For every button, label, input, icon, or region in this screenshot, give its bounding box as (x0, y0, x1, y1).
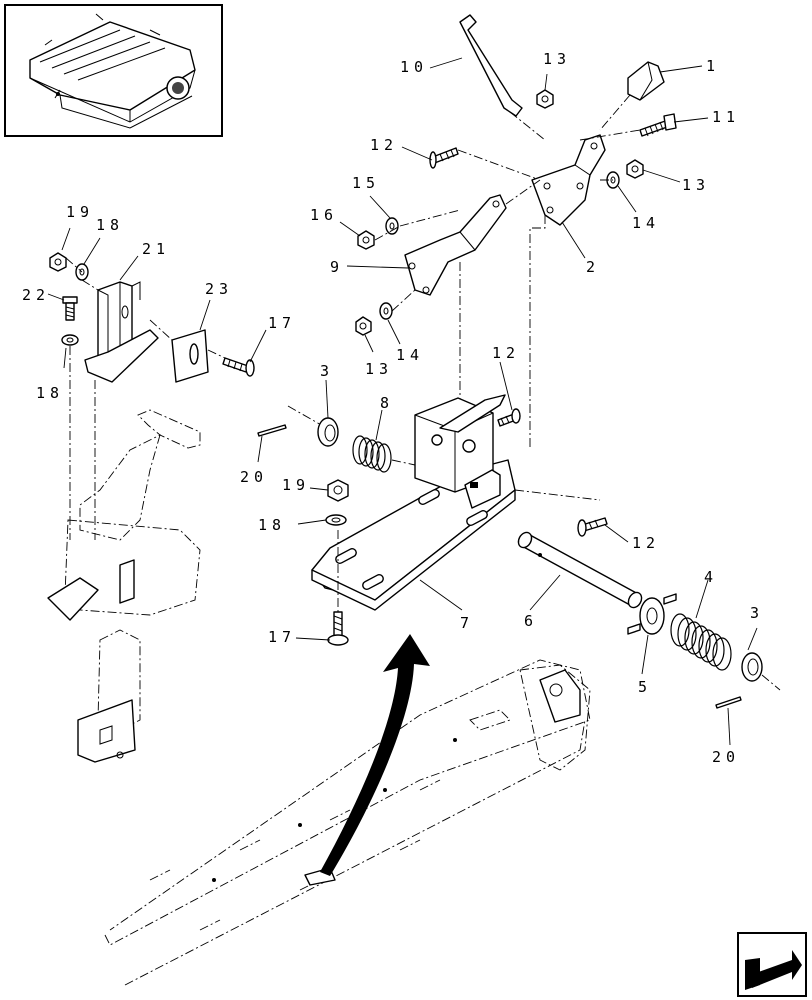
callout-2: 2 (586, 258, 600, 276)
callout-19-center: 19 (282, 476, 310, 494)
part-7-plate (311, 459, 516, 611)
callout-3-right: 3 (750, 604, 764, 622)
machine-overview-thumbnail (4, 4, 223, 137)
callout-4: 4 (704, 568, 718, 586)
callout-22: 22 (22, 286, 50, 304)
part-1-knob (599, 61, 665, 131)
part-19-nut-center (327, 479, 349, 502)
callout-18-upper-left: 18 (96, 216, 124, 234)
callout-23: 23 (205, 280, 233, 298)
callout-13-right: 13 (682, 176, 710, 194)
callout-12-top: 12 (370, 136, 398, 154)
callout-11: 11 (712, 108, 740, 126)
callout-20-right: 20 (712, 748, 740, 766)
callout-7: 7 (460, 614, 474, 632)
callout-8: 8 (380, 394, 394, 412)
part-6-shaft (514, 489, 643, 609)
frame-bottom-phantom (104, 659, 591, 986)
part-12-bolt-right (577, 517, 608, 537)
callout-9: 9 (330, 258, 344, 276)
part-10-rod (459, 14, 546, 141)
part-22-bolt (62, 296, 78, 321)
part-14-washer-center (379, 302, 393, 320)
part-11-bolt (639, 113, 677, 137)
callout-20-left: 20 (240, 468, 268, 486)
part-19-nut-left (49, 252, 67, 272)
part-23-plate (171, 329, 209, 383)
part-12-bolt-center (497, 408, 521, 427)
part-7-upright-block (414, 394, 506, 509)
part-16-nut (357, 230, 375, 250)
callout-18-center: 18 (258, 516, 286, 534)
assembly-guide-lines-upper (374, 129, 641, 450)
part-21-bracket (84, 281, 159, 383)
part-18-washer-lower-left (61, 334, 79, 346)
callout-13-center: 13 (365, 360, 393, 378)
part-17-bolt-center (327, 530, 349, 646)
callout-5: 5 (638, 678, 652, 696)
part-3-washer-right (741, 652, 781, 691)
part-13-nut-top (536, 89, 554, 109)
callout-6: 6 (524, 612, 538, 630)
callout-12-right: 12 (632, 534, 660, 552)
callout-12-center: 12 (492, 344, 520, 362)
callout-14-center: 14 (396, 346, 424, 364)
callout-14-right: 14 (632, 214, 660, 232)
part-9-bracket (404, 194, 507, 296)
callout-17-center: 17 (268, 628, 296, 646)
callout-labels: 1 2 3 3 4 5 6 7 8 9 10 11 12 12 12 13 13… (22, 50, 764, 766)
assembly-guide-lines-left (65, 257, 226, 540)
callout-3-left: 3 (320, 362, 334, 380)
callout-10: 10 (400, 58, 428, 76)
callout-17-left: 17 (268, 314, 296, 332)
part-20-pin-right (715, 696, 742, 709)
part-4-spring (670, 613, 732, 671)
callout-21: 21 (142, 240, 170, 258)
next-page-arrow-icon[interactable] (737, 932, 807, 997)
callout-19-left: 19 (66, 203, 94, 221)
frame-left-phantom (47, 409, 201, 763)
part-18-washer-center (325, 514, 347, 526)
leader-lines (47, 57, 758, 746)
part-5-washer (627, 593, 677, 635)
callout-15: 15 (352, 174, 380, 192)
part-12-bolt-top (429, 147, 541, 181)
part-3-washer-left (317, 417, 339, 447)
part-13-nut-right (626, 159, 644, 179)
callout-18-lower-left: 18 (36, 384, 64, 402)
part-2-bracket (531, 134, 606, 226)
part-8-spring (352, 435, 416, 473)
callout-13-top: 13 (543, 50, 571, 68)
assembly-direction-arrow (320, 634, 430, 876)
callout-16: 16 (310, 206, 338, 224)
part-17-bolt-left (222, 357, 255, 377)
callout-1: 1 (706, 57, 720, 75)
part-15-washer (385, 217, 399, 235)
part-13-nut-center (355, 316, 372, 336)
